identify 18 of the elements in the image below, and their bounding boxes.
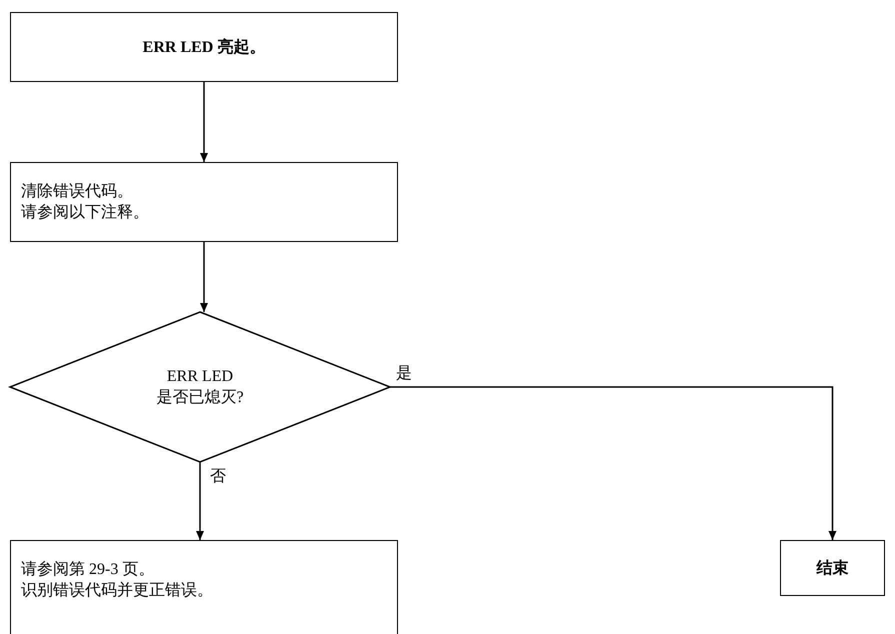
arrow [200,242,208,312]
arrow [390,386,836,540]
process-box [10,162,398,242]
arrow [196,462,204,540]
node-text: 识别错误代码并更正错误。 [21,580,213,601]
node-text: ERR LED 是否已熄灭? [155,367,245,408]
edge-label: 是 [394,365,414,383]
node-text: 请参阅第 29-3 页。 [21,560,154,580]
node-text: 清除错误代码。 [21,182,133,202]
node-text: 请参阅以下注释。 [21,202,149,223]
node-text: ERR LED 亮起。 [142,37,266,58]
arrow [200,82,208,162]
process-box [10,540,398,634]
edge-label: 否 [208,468,228,486]
decision-diamond [10,312,390,462]
process-box [10,12,398,82]
process-box [780,540,885,596]
node-text: 结束 [816,558,848,578]
